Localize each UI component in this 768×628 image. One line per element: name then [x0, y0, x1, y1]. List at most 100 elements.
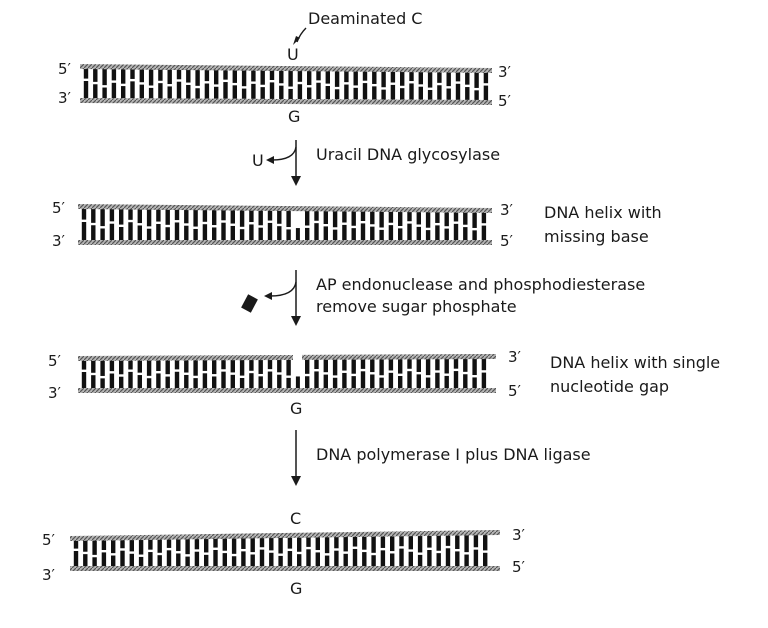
dna-rung: [109, 373, 115, 388]
dna-rung: [221, 371, 226, 388]
dna-rung: [81, 360, 87, 370]
dna-rung: [194, 538, 200, 550]
dna-rung: [81, 372, 87, 388]
dna-rung: [399, 548, 404, 566]
dna-rung: [239, 229, 245, 240]
dna-rung: [174, 208, 180, 221]
dna-rung: [158, 83, 163, 99]
stage2-bottom-5prime: 5′: [500, 232, 514, 250]
dna-rung: [379, 358, 384, 376]
dna-rung: [323, 226, 328, 240]
stage1-top-3prime: 3′: [498, 63, 512, 81]
stage4-bottom-base: G: [290, 579, 302, 598]
dna-rung: [230, 374, 235, 388]
dna-rung: [146, 378, 152, 388]
dna-rung: [360, 210, 366, 221]
dna-rung: [185, 538, 190, 555]
dna-rung: [249, 373, 254, 388]
dna-rung: [371, 535, 376, 553]
dna-rung: [425, 211, 431, 228]
dna-rung: [297, 554, 302, 566]
dna-rung: [288, 70, 293, 87]
dna-rung: [381, 70, 386, 88]
dna-rung: [483, 72, 489, 84]
dna-rung: [138, 556, 144, 566]
step2-branch-arrowhead: [264, 292, 272, 300]
dna-rung: [121, 68, 126, 84]
stage1-bottom-5prime: 5′: [498, 92, 512, 110]
dna-rung: [214, 86, 219, 99]
dna-rung: [230, 359, 235, 373]
dna-rung: [297, 70, 303, 82]
dna-rung: [307, 70, 312, 86]
dna-rung: [92, 539, 97, 555]
dna-rung: [444, 358, 449, 374]
dna-rung: [342, 210, 347, 223]
dna-rung: [343, 536, 348, 552]
dna-rung: [176, 81, 182, 99]
stage1-bottom-base: G: [288, 107, 300, 126]
dna-rung: [463, 211, 468, 225]
dna-rung: [351, 376, 356, 388]
dna-rung: [481, 225, 487, 240]
dna-rung: [314, 358, 319, 370]
dna-rung: [481, 372, 487, 388]
dna-rung: [148, 552, 153, 566]
dna-rung: [165, 227, 170, 240]
dna-rung: [267, 359, 273, 370]
dna-rung: [91, 359, 96, 373]
dna-rung: [251, 83, 256, 99]
dna-rung: [416, 211, 421, 225]
dna-rung: [109, 208, 115, 222]
dna-rung: [102, 68, 107, 86]
dna-rung: [269, 69, 275, 80]
dna-rung: [297, 84, 303, 100]
stage4-top-base: C: [290, 509, 301, 528]
dna-rung: [306, 549, 311, 566]
dna-rung: [398, 376, 403, 388]
stage4-top-3prime: 3′: [512, 526, 526, 544]
dna-rung: [332, 229, 338, 240]
dna-rung: [230, 225, 235, 240]
step3-arrowhead: [291, 476, 301, 486]
dna-rung: [213, 537, 218, 548]
dna-rung: [425, 358, 431, 376]
dna-rung: [232, 85, 237, 99]
dna-rung: [362, 70, 368, 81]
dna-rung: [481, 358, 487, 371]
dna-rung: [379, 377, 384, 388]
dna-rung: [156, 373, 161, 388]
dna-rung: [334, 89, 340, 100]
dna-rung: [453, 211, 459, 222]
dna-rung: [100, 228, 105, 240]
dna-rung: [148, 538, 153, 550]
dna-rung: [370, 210, 375, 225]
dna-rung: [325, 70, 330, 84]
dna-rung: [399, 535, 404, 547]
dna-rung: [279, 85, 284, 99]
dna-rung: [398, 358, 403, 374]
dna-rung: [250, 537, 255, 553]
dna-rung: [156, 359, 161, 372]
dna-rung: [371, 555, 376, 566]
dna-rung: [137, 225, 142, 240]
dna-rung: [295, 228, 300, 240]
top-backbone: [70, 530, 500, 541]
dna-rung: [184, 374, 189, 388]
dna-rung: [314, 210, 319, 221]
dna-rung: [390, 84, 396, 100]
dna-rung: [137, 359, 142, 373]
bottom-backbone: [70, 566, 500, 571]
dna-rung: [83, 81, 89, 98]
dna-rung: [418, 71, 423, 85]
dna-rung: [204, 538, 209, 553]
dna-rung: [222, 537, 227, 551]
dna-rung: [445, 548, 451, 566]
dna-rung: [202, 373, 208, 388]
dna-rung: [202, 209, 208, 222]
bottom-backbone: [80, 98, 492, 105]
dna-rung: [351, 358, 356, 374]
dna-rung: [445, 534, 451, 546]
stage2-caption-line1: DNA helix with: [544, 203, 662, 222]
dna-rung: [297, 536, 302, 552]
